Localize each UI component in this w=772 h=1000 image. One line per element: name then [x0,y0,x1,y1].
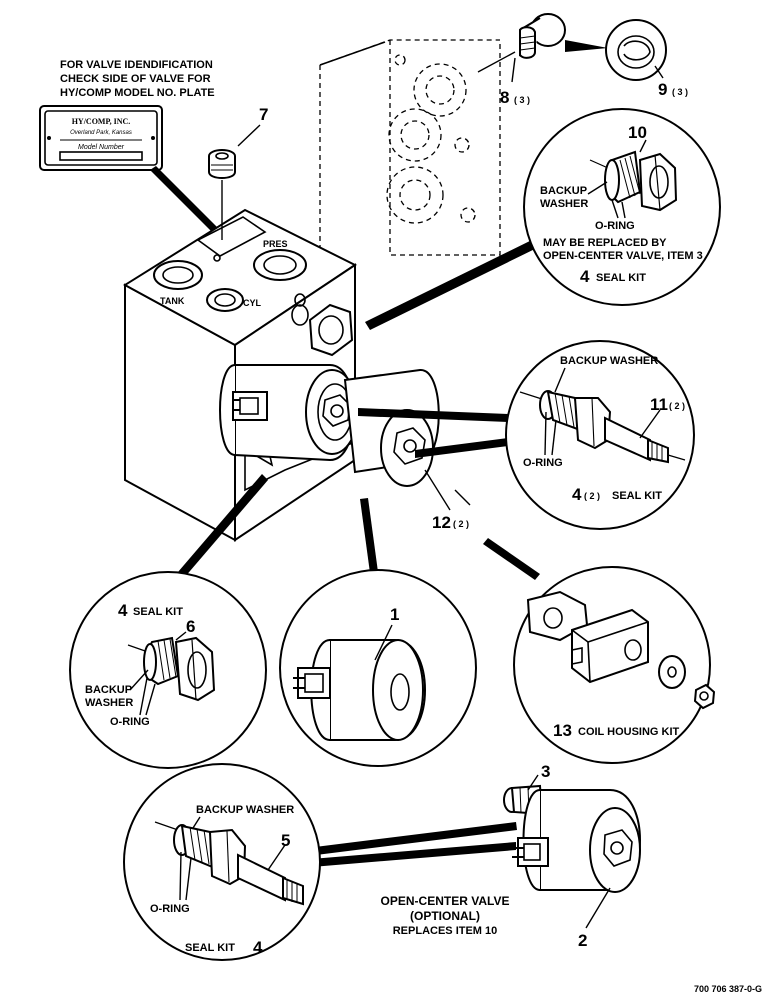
open-center-line-2: (OPTIONAL) [410,909,480,923]
valve-id-note: FOR VALVE IDENDIFICATION CHECK SIDE OF V… [60,59,215,99]
detail-item-6: 6 4 SEAL KIT BACKUP WASHER O-RING [69,571,267,769]
detail6-backup-2: WASHER [85,697,133,709]
ring-leader-wedge [565,40,608,52]
detail5-backup: BACKUP WASHER [196,804,294,816]
detail6-kit-label: SEAL KIT [133,606,183,618]
detail10-note-2: OPEN-CENTER VALVE, ITEM 3 [543,250,703,262]
callout-13: 13 [553,721,572,740]
detail11-leader-a [358,408,508,422]
callout-11-qty: ( 2 ) [669,401,685,411]
note-line-3: HY/COMP MODEL NO. PLATE [60,87,215,99]
callout-9-qty: ( 3 ) [672,87,688,97]
callout-12: 12 [432,513,451,532]
callout-8: 8 [500,88,509,107]
detail5-kit-num: 4 [253,938,263,957]
detail6-leader [166,474,268,592]
detail10-kit-num: 4 [580,267,590,286]
plate-leader [150,166,228,242]
part-8-plug: 8 ( 3 ) [477,13,566,107]
callout-3: 3 [541,762,550,781]
callout-10: 10 [628,123,647,142]
part-9-ring: 9 ( 3 ) [605,19,688,99]
detail13-leader [483,538,540,580]
detail6-backup-1: BACKUP [85,684,132,696]
detail5-leader-a [275,822,517,860]
detail10-kit-label: SEAL KIT [596,272,646,284]
callout-2: 2 [578,931,587,950]
open-center-line-1: OPEN-CENTER VALVE [381,894,510,908]
detail-item-1: 1 [279,569,477,767]
detail11-kit-num: 4 [572,485,582,504]
detail1-leader [360,498,378,573]
callout-8-qty: ( 3 ) [514,95,530,105]
detail10-leader [365,236,545,330]
note-line-2: CHECK SIDE OF VALVE FOR [60,73,211,85]
callout-1: 1 [390,605,399,624]
solenoid-upper [219,364,359,462]
detail10-note-1: MAY BE REPLACED BY [543,237,667,249]
port-pres-label: PRES [263,239,288,249]
detail11-leader-b [415,438,508,458]
plate-line-1: HY/COMP, INC. [72,117,131,126]
detail11-oring: O-RING [523,457,563,469]
part-7-plug: 7 [208,105,268,240]
callout-7: 7 [259,105,268,124]
detail10-backup-2: WASHER [540,198,588,210]
open-center-valve: 3 2 OPEN-CENTER VALVE (OPTIONAL) REPLACE… [381,762,641,950]
open-center-line-3: REPLACES ITEM 10 [393,925,498,937]
port-tank-label: TANK [160,296,185,306]
callout-9: 9 [658,80,667,99]
detail5-oring: O-RING [150,903,190,915]
detail-item-5: 5 BACKUP WASHER O-RING SEAL KIT 4 [123,763,321,961]
detail-item-11: 11 ( 2 ) BACKUP WASHER O-RING 4 ( 2 ) SE… [505,340,695,530]
detail-item-13: 13 COIL HOUSING KIT [513,566,716,764]
callout-5: 5 [281,831,290,850]
drawing-number: 700 706 387-0-G [694,984,762,994]
detail13-label: COIL HOUSING KIT [578,726,680,738]
detail6-oring: O-RING [110,716,150,728]
note-line-1: FOR VALVE IDENDIFICATION [60,59,213,71]
plate-line-2: Overland Park, Kansas [70,130,132,136]
detail11-backup: BACKUP WASHER [560,355,658,367]
detail6-kit-num: 4 [118,601,128,620]
detail10-oring: O-RING [595,220,635,232]
callout-12-qty: ( 2 ) [453,519,469,529]
port-cyl-label: CYL [243,298,262,308]
callout-6: 6 [186,617,195,636]
model-plate: HY/COMP, INC. Overland Park, Kansas Mode… [39,105,163,171]
detail5-leader-b [275,842,516,870]
callout-12-group: 12 ( 2 ) [424,469,471,532]
detail5-kit-label: SEAL KIT [185,942,235,954]
detail11-kit-qty: ( 2 ) [584,491,600,501]
manifold-block-hidden [319,39,501,260]
detail10-backup-1: BACKUP [540,185,587,197]
plate-line-3: Model Number [78,144,125,151]
detail-item-10: 10 BACKUP WASHER O-RING MAY BE REPLACED … [523,108,721,306]
solenoid-lower [343,368,440,487]
callout-11: 11 [650,395,668,414]
detail11-kit-label: SEAL KIT [612,490,662,502]
